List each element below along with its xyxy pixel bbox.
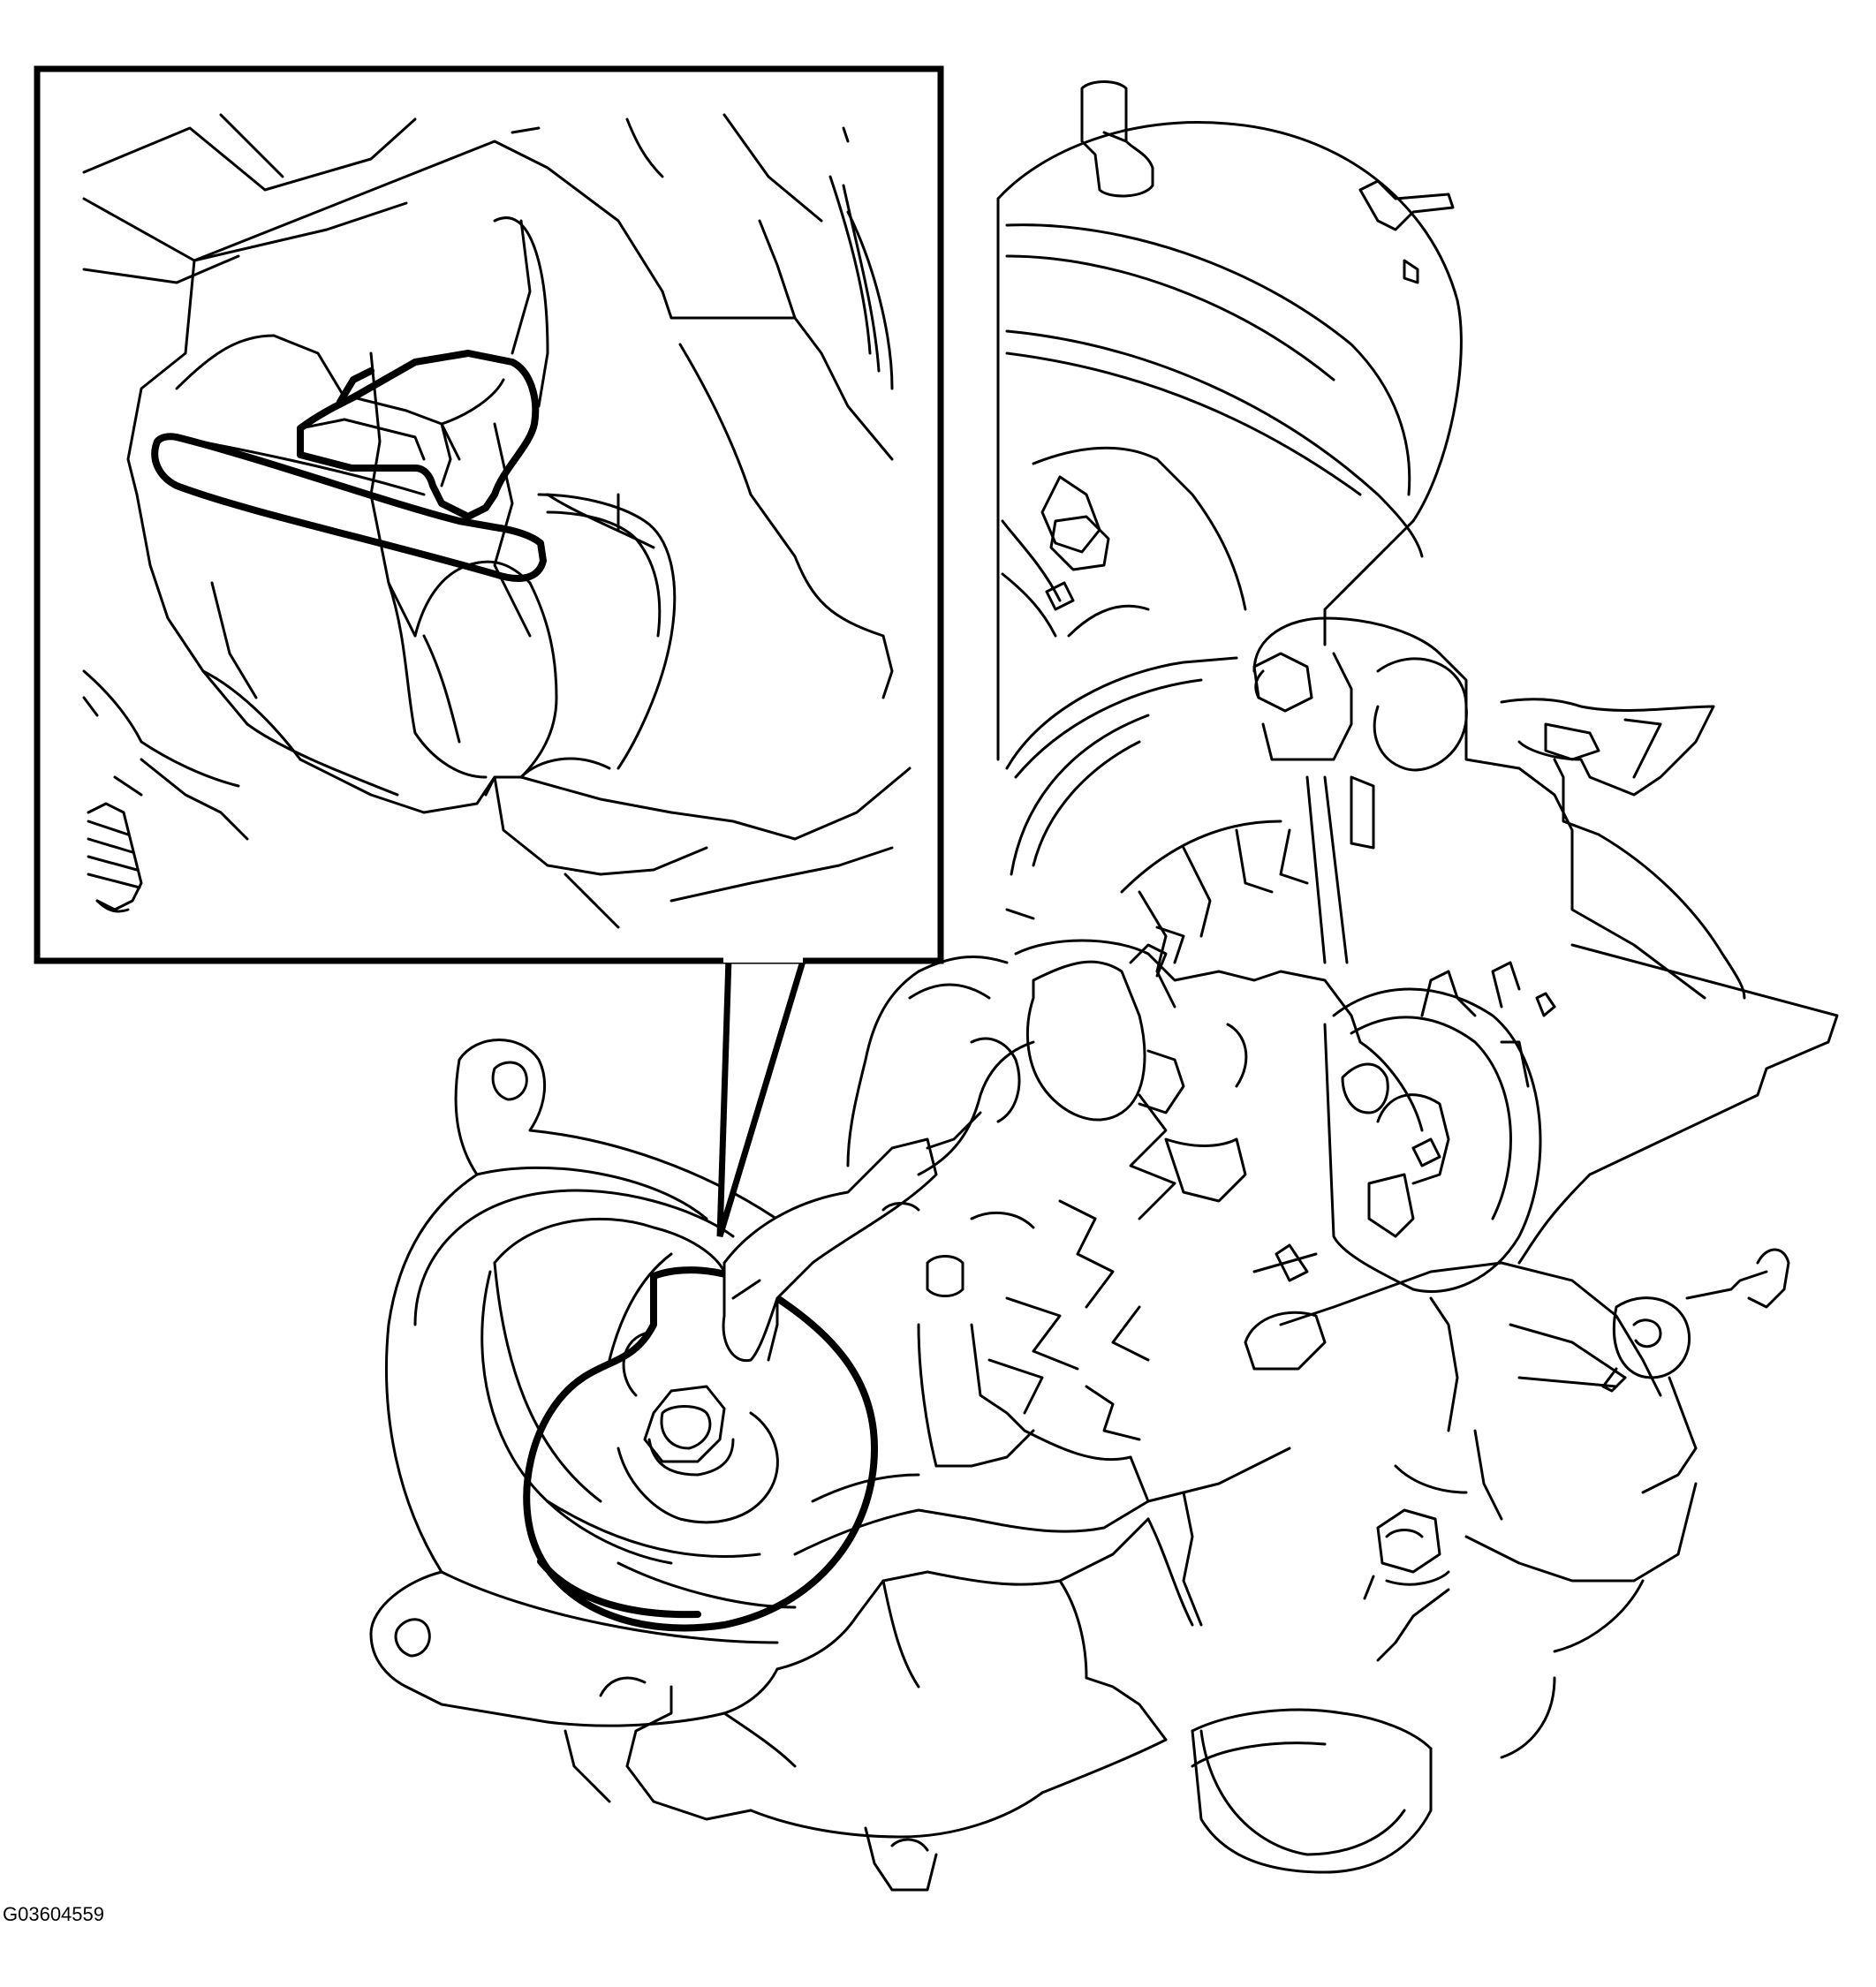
- wastegate-lever: [722, 1137, 938, 1363]
- rod-end-ball: [1601, 1248, 1790, 1494]
- detail-inset: [34, 65, 944, 1238]
- wastegate-flap-highlight: [151, 350, 547, 582]
- turbine-flange: [1500, 698, 1839, 1265]
- lower-housing: [1376, 1296, 1698, 1759]
- compressor-housing-left: [846, 956, 1035, 1297]
- turbine-housing: [1014, 926, 1424, 1203]
- wastegate-bracket: [1252, 616, 1706, 1000]
- wastegate-actuator: [996, 120, 1463, 761]
- callout-pointer: [716, 955, 808, 1238]
- turbine-wheel: [987, 820, 1309, 1441]
- actuator-stud: [1080, 80, 1154, 198]
- inset-frame: [34, 65, 944, 964]
- outlet-pipe: [1191, 1708, 1433, 1874]
- turbocharger-assembly: [369, 80, 1839, 1892]
- actuator-bracket-tab: [1358, 179, 1455, 231]
- actuator-tab-lower: [1403, 259, 1419, 284]
- bracket-bolt: [1252, 652, 1313, 713]
- wastegate-crank: [1323, 961, 1556, 1293]
- compressor-housing: [1005, 604, 1238, 920]
- actuator-nut: [1049, 515, 1110, 571]
- lower-bolt: [1363, 1508, 1450, 1600]
- inset-housing: [82, 113, 912, 929]
- figure-code: G03604559: [3, 1903, 104, 1925]
- inset-stud: [87, 802, 143, 913]
- turbine-scroll: [564, 1040, 1291, 1892]
- actuator-rod: [1244, 775, 1662, 1397]
- wastegate-valve-ring-highlight: [523, 1266, 878, 1632]
- valve-nut: [643, 1385, 735, 1477]
